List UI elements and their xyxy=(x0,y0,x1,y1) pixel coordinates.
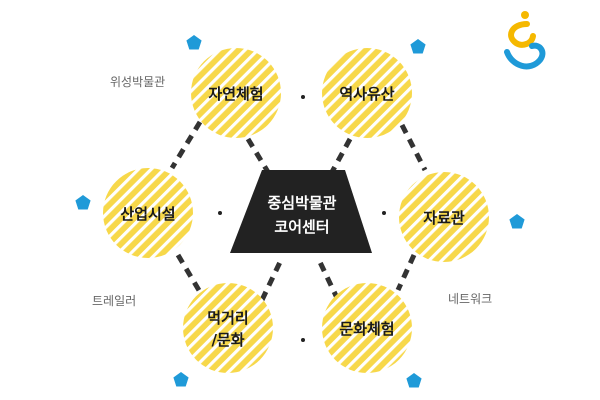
pentagon-markers xyxy=(75,35,525,388)
connector-line xyxy=(259,256,285,302)
center-hub: 중심박물관 코어센터 xyxy=(230,170,372,253)
pentagon-icon xyxy=(186,35,202,50)
node-circle xyxy=(322,283,412,373)
center-trapezoid xyxy=(230,170,372,253)
separator-dot xyxy=(301,95,305,99)
side-label-satellite: 위성박물관 xyxy=(110,75,165,89)
node-culture: 문화체험 xyxy=(322,283,412,373)
center-label-line1: 중심박물관 xyxy=(267,194,336,212)
center-label-line2: 코어센터 xyxy=(274,218,329,236)
node-nature: 자연체험 xyxy=(191,48,281,138)
connector-lines xyxy=(169,120,428,302)
pentagon-icon xyxy=(509,214,525,229)
node-industry: 산업시설 xyxy=(103,168,193,258)
separator-dot xyxy=(382,211,386,215)
node-circle xyxy=(322,48,412,138)
pentagon-icon xyxy=(410,39,426,54)
connector-line xyxy=(315,256,341,302)
node-history: 역사유산 xyxy=(322,48,412,138)
node-label: 역사유산 xyxy=(339,85,394,103)
connector-line xyxy=(395,253,417,292)
pentagon-icon xyxy=(406,373,422,388)
brand-logo-icon xyxy=(504,11,546,70)
connector-line xyxy=(175,253,203,294)
connector-line xyxy=(329,137,353,174)
node-circle xyxy=(183,283,273,373)
node-label: 자연체험 xyxy=(208,85,263,103)
connector-line xyxy=(169,120,203,170)
pentagon-icon xyxy=(173,372,189,387)
node-label: 자료관 xyxy=(423,209,465,227)
node-circle xyxy=(103,168,193,258)
node-label: 문화체험 xyxy=(339,320,394,338)
separator-dot xyxy=(301,338,305,342)
connector-line xyxy=(399,123,428,172)
node-label: /문화 xyxy=(211,331,244,349)
node-label: 먹거리 xyxy=(207,309,248,327)
node-label: 산업시설 xyxy=(120,205,175,223)
separator-dot xyxy=(218,211,222,215)
separator-dots xyxy=(218,95,386,342)
connector-line xyxy=(245,137,271,174)
node-circle xyxy=(191,48,281,138)
node-circle xyxy=(399,172,489,262)
side-label-trail: 트레일러 xyxy=(92,294,136,308)
pentagon-icon xyxy=(75,195,91,210)
node-food: 먹거리/문화 xyxy=(183,283,273,373)
side-label-network: 네트워크 xyxy=(448,292,492,306)
node-archive: 자료관 xyxy=(399,172,489,262)
